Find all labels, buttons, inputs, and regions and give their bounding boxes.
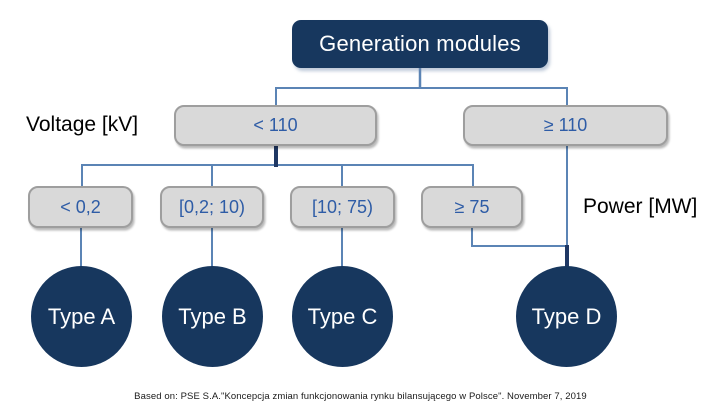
power-node-lt0-2: < 0,2 xyxy=(28,186,133,228)
root-node-generation-modules: Generation modules xyxy=(292,20,548,68)
power-node-10-to-75: [10; 75) xyxy=(290,186,395,228)
type-d-node: Type D xyxy=(516,266,617,367)
voltage-node-ge110-label: ≥ 110 xyxy=(543,115,588,135)
voltage-axis-label: Voltage [kV] xyxy=(26,113,139,136)
power-node-10-to-75-label: [10; 75) xyxy=(311,196,374,217)
power-node-ge75: ≥ 75 xyxy=(421,186,523,228)
type-d-label: Type D xyxy=(531,303,602,329)
source-citation: Based on: PSE S.A."Koncepcja zmian funkc… xyxy=(134,391,587,402)
power-node-0-2-to-10-label: [0,2; 10) xyxy=(178,196,246,217)
type-c-label: Type C xyxy=(307,303,378,329)
power-node-ge75-label: ≥ 75 xyxy=(454,196,490,217)
voltage-node-lt110-label: < 110 xyxy=(253,115,298,135)
connector-ge75-to-typeD xyxy=(471,227,567,247)
power-node-0-2-to-10: [0,2; 10) xyxy=(160,186,264,228)
voltage-node-ge110: ≥ 110 xyxy=(463,105,668,146)
type-a-label: Type A xyxy=(47,303,116,329)
power-node-lt0-2-label: < 0,2 xyxy=(60,196,101,217)
power-axis-label: Power [MW] xyxy=(583,195,698,218)
type-a-node: Type A xyxy=(31,266,132,367)
type-c-node: Type C xyxy=(292,266,393,367)
root-node-label: Generation modules xyxy=(319,31,521,56)
voltage-node-lt110: < 110 xyxy=(174,105,377,146)
type-b-node: Type B xyxy=(162,266,263,367)
type-b-label: Type B xyxy=(178,303,247,329)
